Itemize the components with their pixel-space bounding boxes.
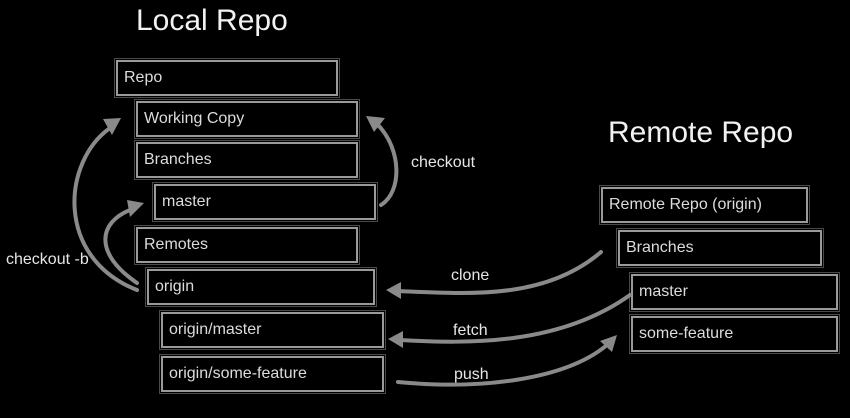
fetch-arrow	[398, 293, 632, 344]
clone-arrow	[396, 250, 603, 295]
remote-repo-title: Remote Repo	[608, 116, 794, 149]
clone-arrowhead	[386, 282, 401, 299]
checkout-b-inner-arrowhead	[127, 200, 144, 217]
checkout-b-inner-arrow	[103, 208, 139, 285]
local-repo-title: Local Repo	[136, 4, 288, 37]
remote-branches-box: Branches	[616, 228, 824, 268]
remote-master-box: master	[629, 272, 840, 312]
remotes-box: Remotes	[134, 225, 360, 265]
checkout-b-outer-arrow	[72, 126, 139, 292]
checkout-b-outer-arrowhead	[103, 118, 121, 135]
local-master-box: master	[152, 182, 378, 222]
checkout-arrow	[376, 123, 399, 207]
origin-some-feature-box: origin/some-feature	[159, 354, 386, 394]
push-arrowhead	[600, 335, 617, 352]
push-label: push	[454, 366, 489, 383]
fetch-label: fetch	[453, 322, 488, 339]
origin-box: origin	[145, 267, 377, 307]
clone-label: clone	[451, 267, 490, 284]
remote-some-feature-box: some-feature	[629, 314, 840, 354]
working-copy-box: Working Copy	[134, 99, 360, 139]
checkout-b-label: checkout -b	[6, 251, 89, 268]
fetch-arrowhead	[388, 331, 403, 348]
checkout-arrowhead	[366, 116, 385, 132]
push-arrow	[396, 343, 609, 387]
origin-master-box: origin/master	[159, 310, 386, 350]
local-repo-box: Repo	[114, 58, 340, 98]
local-branches-box: Branches	[134, 140, 360, 180]
remote-repo-box: Remote Repo (origin)	[599, 185, 810, 225]
checkout-label: checkout	[411, 154, 476, 171]
